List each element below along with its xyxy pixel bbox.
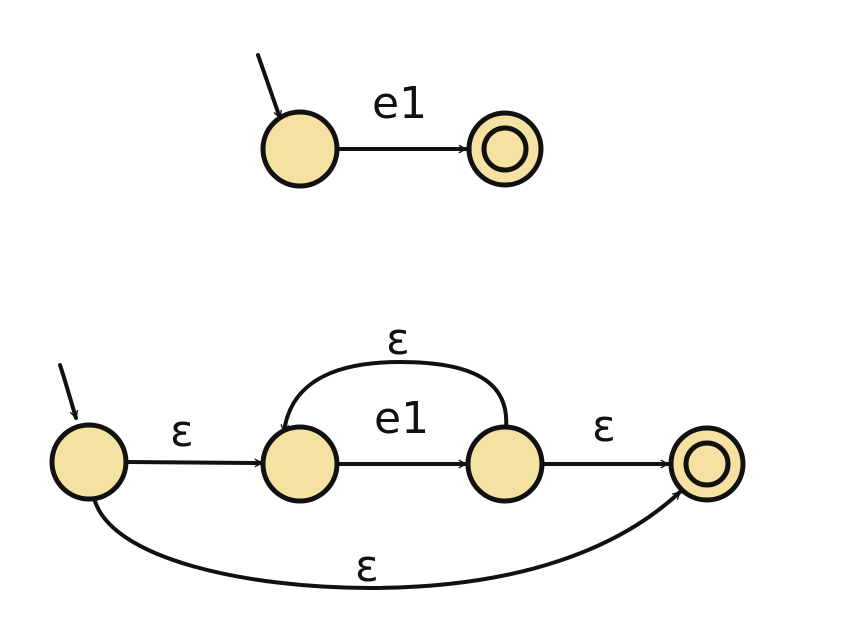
bottom-state-s1 (260, 424, 340, 504)
edge-loop-back-label: ε (386, 314, 410, 365)
top-start-state (260, 109, 340, 189)
edge-skip-label: ε (355, 541, 379, 592)
edge-s1-to-s2-label: e1 (374, 393, 429, 444)
bottom-automaton: ε e1 ε ε ε (49, 314, 746, 592)
top-start-arrow (256, 53, 282, 120)
bottom-start-state (49, 422, 129, 502)
top-automaton: e1 (256, 53, 544, 189)
edge-loop-back (280, 360, 509, 434)
bottom-accept-state (668, 425, 746, 503)
top-edge-label: e1 (372, 78, 427, 129)
edge-start-to-s1 (123, 458, 264, 468)
edge-skip (92, 490, 682, 590)
edge-s2-to-accept-label: ε (592, 401, 616, 452)
top-accept-state (466, 110, 544, 188)
bottom-state-s2 (465, 424, 545, 504)
edge-start-to-s1-label: ε (170, 406, 194, 457)
bottom-start-arrow (58, 363, 79, 420)
